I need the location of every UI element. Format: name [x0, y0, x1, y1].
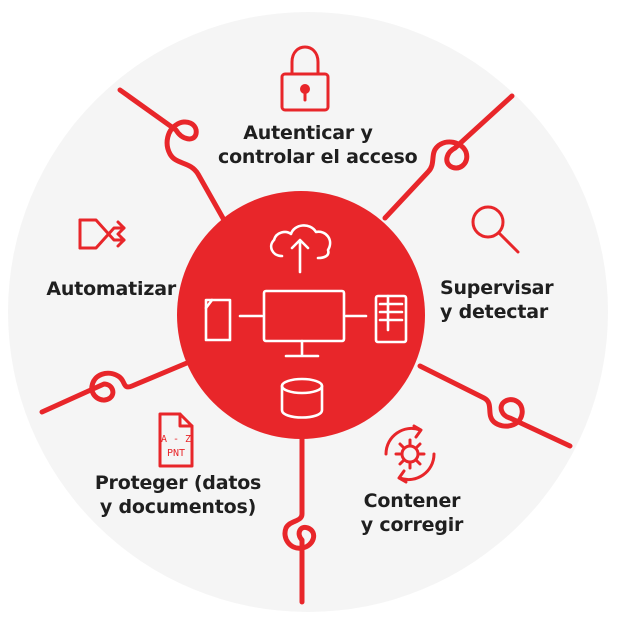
- label-protect-line-1: Proteger (datos: [94, 472, 262, 494]
- label-protect-line-2: y documentos): [99, 496, 257, 518]
- label-authenticate-line-2: controlar el acceso: [218, 146, 418, 168]
- spoke-left: [39, 357, 197, 415]
- spoke-upper-right: [382, 93, 515, 221]
- document-icon-text-line-2: PNT: [167, 448, 185, 459]
- label-remediate-line-1: Contener: [363, 490, 461, 512]
- server-icon: [374, 294, 408, 344]
- label-monitor-line-1: Supervisar: [440, 277, 554, 299]
- spoke-upper-left: [117, 87, 227, 223]
- label-monitor-line-2: y detectar: [440, 301, 548, 323]
- label-authenticate-line-1: Autenticar y: [243, 122, 373, 144]
- shuffle-icon: [78, 218, 126, 250]
- cloud-upload-icon: [269, 224, 332, 274]
- magnifier-icon: [471, 205, 520, 254]
- monitor-icon: [262, 289, 346, 358]
- label-remediate-line-2: y corregir: [360, 514, 464, 536]
- label-protect: Proteger (datos y documentos): [94, 471, 262, 519]
- document-icon-text-line-1: A - Z: [161, 434, 191, 445]
- label-authenticate: Autenticar y controlar el acceso: [218, 121, 418, 169]
- label-automate-line-1: Automatizar: [46, 278, 176, 300]
- spoke-right: [417, 363, 573, 449]
- padlock-icon: [280, 45, 330, 112]
- label-remediate: Contener y corregir: [352, 489, 472, 537]
- central-hub: [177, 191, 425, 439]
- spoke-bottom: [282, 427, 317, 605]
- label-monitor: Supervisar y detectar: [440, 276, 570, 324]
- label-automate: Automatizar: [30, 277, 176, 301]
- database-icon: [280, 377, 324, 419]
- tablet-icon: [204, 298, 232, 342]
- document-icon: [158, 412, 194, 468]
- gear-cycle-icon: [384, 424, 436, 484]
